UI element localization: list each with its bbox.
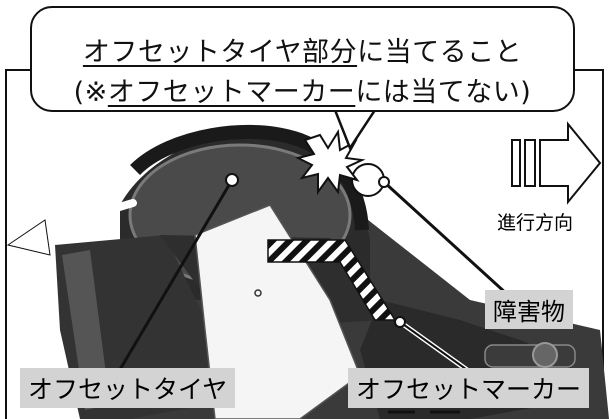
rotation-arrowhead [6,219,51,256]
callout-line-2: (※オフセットマーカーには当てない) [32,70,573,109]
arm-bolt [254,289,262,297]
callout-bubble: オフセットタイヤ部分に当てること (※オフセットマーカーには当てない) [30,6,575,112]
callout-line-1: オフセットタイヤ部分に当てること [32,30,573,69]
white-arm [194,204,361,419]
front-cylinder [484,344,576,368]
tire-tread [130,124,369,231]
leader-line-obstacle [382,180,510,297]
frame-line [5,69,604,419]
offset-marker-bar [267,239,397,321]
leader-dot-obstacle [378,176,390,188]
impact-burst [295,129,366,196]
leader-line-tire [113,179,234,379]
leader-dot-marker [394,316,406,328]
callout-line2-underlined: オフセットマーカー [107,77,356,108]
callout-tail [333,108,378,151]
leader-dot-tire [225,173,239,187]
leader-line-marker-core [399,321,471,373]
offset-tire-label: オフセットタイヤ [20,368,236,408]
callout-line2-open: (※ [73,77,108,108]
direction-label: 進行方向 [493,208,578,235]
offset-marker-label: オフセットマーカー [348,368,590,408]
front-wheel-hub [532,342,558,368]
rotation-arrow [36,199,137,242]
callout-line1-underlined: オフセットタイヤ部分 [82,37,358,68]
obstacle-label: 障害物 [485,290,573,329]
callout-line1-rest: に当てること [357,37,523,68]
direction-arrow-icon [511,121,602,205]
callout-line2-rest: には当てない) [355,77,532,108]
